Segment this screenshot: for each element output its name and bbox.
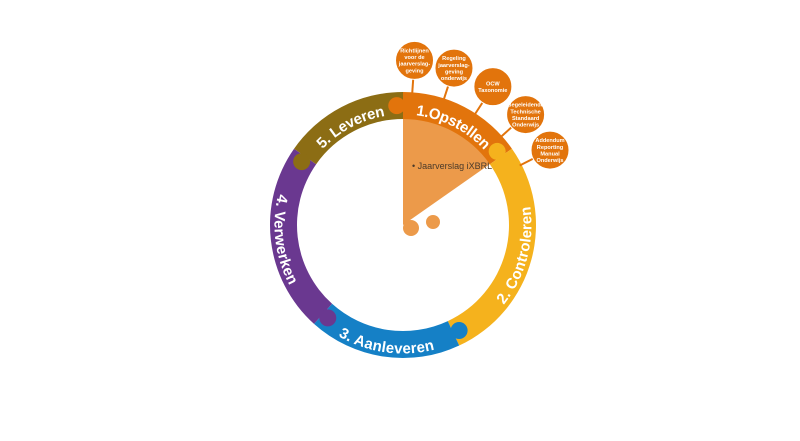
puzzle-knob bbox=[388, 97, 406, 115]
puzzle-knob bbox=[488, 142, 506, 160]
document-bubble bbox=[506, 95, 546, 135]
puzzle-knob bbox=[319, 309, 337, 327]
document-bubble bbox=[473, 67, 513, 107]
segment-label-aanleveren: 3. Aanleveren bbox=[336, 325, 435, 358]
puzzle-knob bbox=[450, 322, 468, 340]
document-bubble bbox=[434, 48, 474, 88]
document-bubble bbox=[530, 130, 570, 170]
ring-layer bbox=[269, 92, 536, 359]
highlight-label: • Jaarverslag iXBRL bbox=[412, 161, 492, 171]
ring-segment-controleren bbox=[447, 148, 536, 346]
document-bubble bbox=[395, 40, 435, 80]
ring-segment-opstellen bbox=[403, 92, 512, 165]
sector-knob bbox=[403, 220, 419, 236]
ring-segment-verwerken bbox=[269, 148, 333, 324]
highlight-sector bbox=[403, 117, 492, 225]
ring-segment-aanleveren bbox=[314, 303, 460, 359]
sector-knob bbox=[426, 215, 440, 229]
puzzle-knob bbox=[293, 153, 311, 171]
ring-segment-leveren bbox=[294, 92, 403, 165]
highlight-sector-layer: • Jaarverslag iXBRL bbox=[403, 117, 492, 236]
